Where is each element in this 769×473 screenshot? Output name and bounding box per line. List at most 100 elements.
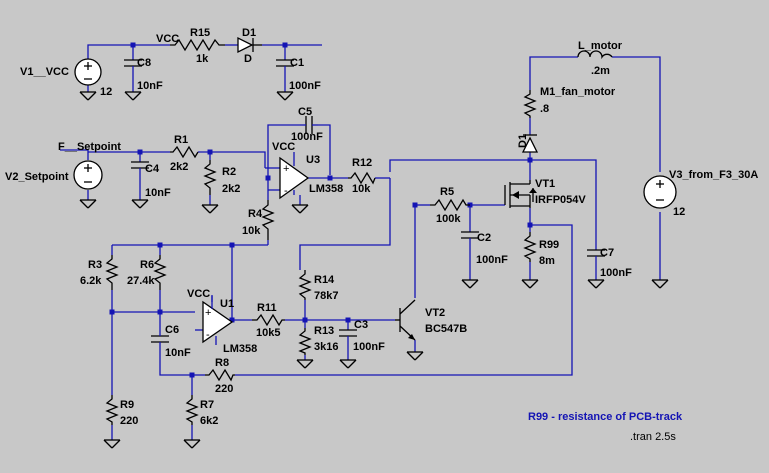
c7-capacitor[interactable] (587, 249, 605, 270)
r11-label: R11 (257, 302, 277, 314)
c3-capacitor[interactable] (339, 329, 357, 348)
vt2-label: VT2 (425, 307, 445, 319)
vt1-label: VT1 (535, 178, 555, 190)
vt1-mosfet[interactable] (504, 180, 537, 208)
junctions (109, 42, 533, 378)
component-labels: V1__VCC 12 VCC C8 10nF R15 1k D1 D C1 10… (5, 27, 758, 443)
m1-fan-motor-resistor[interactable] (523, 90, 537, 118)
r5-label: R5 (440, 186, 454, 198)
d1-rot-label: D1 (517, 134, 529, 148)
r14-resistor[interactable] (298, 270, 312, 300)
c2-capacitor[interactable] (461, 231, 479, 255)
c6-value: 10nF (165, 347, 191, 359)
v1-value: 12 (100, 86, 112, 98)
r8-label: R8 (215, 357, 229, 369)
v1-source[interactable] (74, 58, 102, 86)
r7-value: 6k2 (200, 415, 218, 427)
c8-value: 10nF (137, 80, 163, 92)
r99-resistor[interactable] (523, 232, 537, 262)
r15-label: R15 (190, 27, 210, 39)
r12-resistor[interactable] (348, 171, 376, 185)
v2-source[interactable] (73, 160, 103, 190)
c1-label: C1 (290, 57, 304, 69)
r11-resistor[interactable] (252, 313, 285, 327)
vt2-value: BC547B (425, 323, 467, 335)
r13-label: R13 (314, 325, 334, 337)
v1-label: V1__VCC (20, 66, 69, 78)
v3-value: 12 (673, 206, 685, 218)
u3-plus: + (283, 163, 289, 175)
ground-icon (276, 91, 294, 101)
c6-label: C6 (165, 324, 179, 336)
v3-label: V3_from_F3_30A (669, 169, 758, 181)
r12-value: 10k (352, 183, 371, 195)
d1-label: D1 (242, 27, 256, 39)
r1-value: 2k2 (170, 161, 188, 173)
c1-capacitor[interactable] (276, 59, 294, 82)
r2-resistor[interactable] (203, 160, 217, 195)
r99-label: R99 (539, 239, 559, 251)
d1-freewheel-diode[interactable] (521, 134, 539, 153)
ground-icon (651, 279, 669, 289)
r8-value: 220 (215, 383, 233, 395)
r8-resistor[interactable] (205, 368, 235, 382)
r4-resistor[interactable] (261, 200, 275, 240)
c4-capacitor[interactable] (131, 161, 149, 182)
r2-label: R2 (222, 166, 236, 178)
u3-opamp[interactable] (279, 152, 310, 200)
r4-label: R4 (248, 208, 263, 220)
r15-value: 1k (196, 53, 209, 65)
r5-resistor[interactable] (430, 198, 470, 212)
r14-label: R14 (314, 274, 335, 286)
u1-vcc-label: VCC (187, 288, 210, 300)
r14-value: 78k7 (314, 290, 338, 302)
v3-source[interactable] (643, 175, 677, 209)
c1-value: 100nF (289, 80, 321, 92)
c3-value: 100nF (353, 341, 385, 353)
ground-icon (406, 351, 424, 361)
r7-label: R7 (200, 399, 214, 411)
note-text: R99 - resistance of PCB-track (528, 411, 683, 423)
ground-icon (131, 199, 149, 209)
ground-icon (296, 359, 314, 369)
u1-value: LM358 (223, 343, 257, 355)
d1-value: D (244, 53, 252, 65)
r1-resistor[interactable] (170, 145, 199, 159)
c5-value: 100nF (291, 131, 323, 143)
r7-resistor[interactable] (185, 395, 199, 425)
c8-label: C8 (137, 57, 151, 69)
r4-value: 10k (242, 225, 261, 237)
r13-value: 3k16 (314, 341, 338, 353)
c8-capacitor[interactable] (124, 59, 142, 82)
vt2-transistor[interactable] (395, 299, 416, 341)
c7-label: C7 (600, 247, 614, 259)
r3-resistor[interactable] (105, 255, 119, 290)
r9-resistor[interactable] (105, 395, 119, 425)
ground-icon (79, 199, 97, 209)
r2-value: 2k2 (222, 183, 240, 195)
r5-value: 100k (436, 213, 461, 225)
r12-label: R12 (352, 157, 372, 169)
c4-value: 10nF (145, 187, 171, 199)
ground-icon (183, 439, 201, 449)
c6-capacitor[interactable] (151, 330, 169, 345)
d1-diode[interactable] (237, 36, 262, 54)
r11-value: 10k5 (256, 327, 280, 339)
l-motor-inductor[interactable] (577, 50, 613, 60)
c3-label: C3 (354, 319, 368, 331)
u1-opamp[interactable] (202, 296, 234, 345)
c5-capacitor[interactable] (300, 116, 318, 134)
r15-resistor[interactable] (170, 38, 225, 52)
u3-minus: - (284, 185, 288, 197)
r3-label: R3 (88, 259, 102, 271)
u3-label: U3 (306, 154, 320, 166)
u1-label: U1 (220, 298, 234, 310)
r9-value: 220 (120, 415, 138, 427)
m1-value: .8 (540, 103, 549, 115)
c4-label: C4 (145, 163, 160, 175)
u1-minus: - (206, 329, 210, 341)
r13-resistor[interactable] (298, 328, 312, 355)
r6-resistor[interactable] (153, 255, 167, 290)
